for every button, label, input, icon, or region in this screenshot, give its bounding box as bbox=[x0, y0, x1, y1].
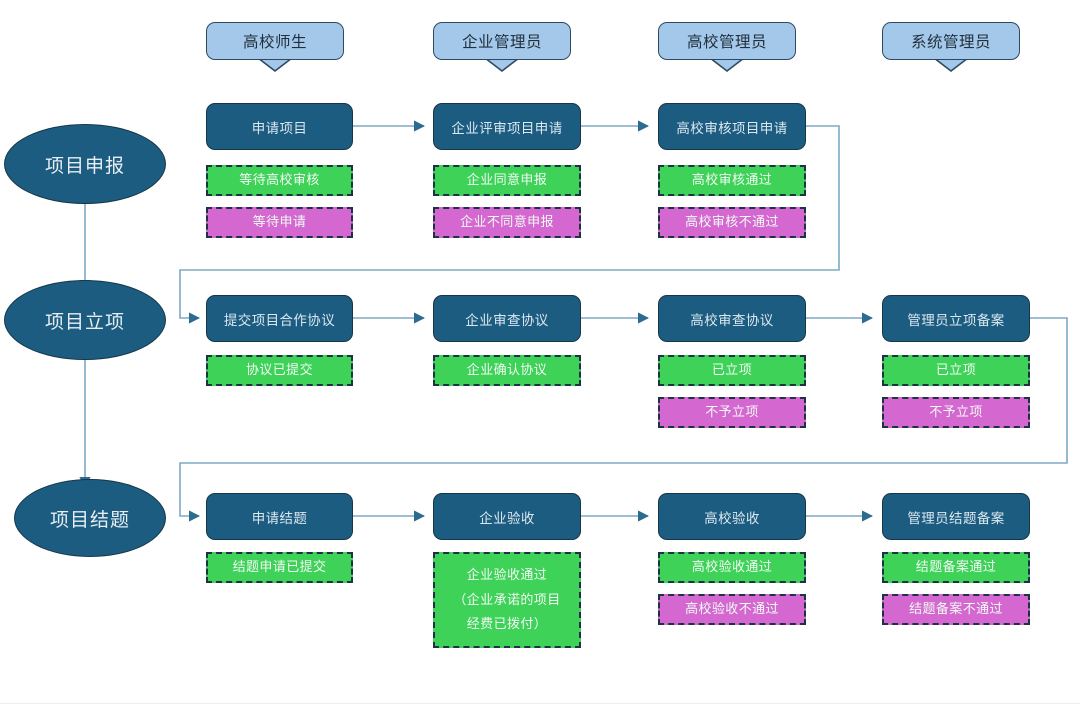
status-college-acceptance-fail: 高校验收不通过 bbox=[658, 594, 806, 625]
node-label: 高校审核项目申请 bbox=[676, 120, 788, 136]
status-not-approved-r2c4: 不予立项 bbox=[882, 397, 1030, 428]
node-apply-closure[interactable]: 申请结题 bbox=[206, 493, 353, 540]
status-label: 协议已提交 bbox=[245, 362, 313, 378]
role-label: 高校师生 bbox=[242, 34, 307, 51]
status-label: 高校验收通过 bbox=[691, 559, 773, 575]
node-label: 企业验收 bbox=[479, 510, 535, 526]
status-college-audit-pass: 高校审核通过 bbox=[658, 165, 806, 196]
status-label: 企业不同意申报 bbox=[460, 214, 554, 230]
status-college-audit-fail: 高校审核不通过 bbox=[658, 207, 806, 238]
status-enterprise-disagree: 企业不同意申报 bbox=[433, 207, 581, 238]
node-label: 高校审查协议 bbox=[690, 312, 774, 328]
node-college-acceptance[interactable]: 高校验收 bbox=[658, 493, 806, 540]
stage-ellipse-project-approval: 项目立项 bbox=[4, 280, 166, 360]
node-label: 企业评审项目申请 bbox=[451, 120, 563, 136]
node-label: 提交项目合作协议 bbox=[223, 312, 336, 328]
stage-ellipse-project-application: 项目申报 bbox=[4, 124, 166, 204]
status-enterprise-confirm-agreement: 企业确认协议 bbox=[433, 355, 581, 386]
status-enterprise-acceptance-pass: 企业验收通过 （企业承诺的项目 经费已拨付） bbox=[433, 552, 581, 648]
node-admin-approval-filing[interactable]: 管理员立项备案 bbox=[882, 295, 1030, 342]
status-closure-filing-pass: 结题备案通过 bbox=[882, 552, 1030, 583]
status-closure-application-submitted: 结题申请已提交 bbox=[206, 552, 353, 583]
status-approved-r2c3: 已立项 bbox=[658, 355, 806, 386]
status-label: 不予立项 bbox=[705, 404, 759, 420]
role-header-college-admin: 高校管理员 bbox=[658, 22, 796, 60]
node-label: 管理员立项备案 bbox=[907, 312, 1005, 328]
status-label: 高校审核通过 bbox=[691, 172, 773, 188]
status-not-approved-r2c3: 不予立项 bbox=[658, 397, 806, 428]
status-label: 高校验收不通过 bbox=[685, 601, 779, 617]
status-label: 结题申请已提交 bbox=[232, 559, 327, 575]
node-label: 申请结题 bbox=[251, 510, 308, 526]
node-label: 申请项目 bbox=[251, 120, 308, 136]
status-label: 等待申请 bbox=[252, 214, 307, 230]
role-header-college-staff: 高校师生 bbox=[206, 22, 344, 60]
role-label: 系统管理员 bbox=[910, 34, 991, 51]
status-label: 结题备案通过 bbox=[915, 559, 997, 575]
status-label: 企业验收通过 （企业承诺的项目 经费已拨付） bbox=[453, 566, 561, 632]
node-label: 企业审查协议 bbox=[465, 312, 549, 328]
node-apply-project[interactable]: 申请项目 bbox=[206, 103, 353, 150]
status-label: 企业同意申报 bbox=[466, 172, 548, 188]
node-submit-cooperation-agreement[interactable]: 提交项目合作协议 bbox=[206, 295, 353, 342]
node-enterprise-acceptance[interactable]: 企业验收 bbox=[433, 493, 581, 540]
role-header-system-admin: 系统管理员 bbox=[882, 22, 1020, 60]
node-enterprise-check-agreement[interactable]: 企业审查协议 bbox=[433, 295, 581, 342]
status-label: 已立项 bbox=[935, 362, 977, 378]
stage-ellipse-project-closure: 项目结题 bbox=[14, 479, 166, 557]
status-label: 已立项 bbox=[711, 362, 753, 378]
status-waiting-application: 等待申请 bbox=[206, 207, 353, 238]
bottom-divider bbox=[0, 703, 1080, 704]
stage-label: 项目立项 bbox=[44, 311, 125, 333]
node-enterprise-review-application[interactable]: 企业评审项目申请 bbox=[433, 103, 581, 150]
status-approved-r2c4: 已立项 bbox=[882, 355, 1030, 386]
stage-label: 项目结题 bbox=[49, 509, 130, 531]
role-header-enterprise-admin: 企业管理员 bbox=[433, 22, 571, 60]
role-label: 企业管理员 bbox=[461, 34, 542, 51]
node-college-audit-application[interactable]: 高校审核项目申请 bbox=[658, 103, 806, 150]
status-label: 企业确认协议 bbox=[466, 362, 548, 378]
node-admin-closure-filing[interactable]: 管理员结题备案 bbox=[882, 493, 1030, 540]
node-label: 高校验收 bbox=[704, 510, 760, 526]
status-closure-filing-fail: 结题备案不通过 bbox=[882, 594, 1030, 625]
status-label: 结题备案不通过 bbox=[909, 601, 1003, 617]
status-waiting-college-review: 等待高校审核 bbox=[206, 165, 353, 196]
status-label: 不予立项 bbox=[929, 404, 983, 420]
status-label: 等待高校审核 bbox=[239, 172, 320, 188]
status-label: 高校审核不通过 bbox=[685, 214, 779, 230]
status-agreement-submitted: 协议已提交 bbox=[206, 355, 353, 386]
node-label: 管理员结题备案 bbox=[907, 510, 1005, 526]
node-college-check-agreement[interactable]: 高校审查协议 bbox=[658, 295, 806, 342]
status-enterprise-agree: 企业同意申报 bbox=[433, 165, 581, 196]
status-college-acceptance-pass: 高校验收通过 bbox=[658, 552, 806, 583]
stage-label: 项目申报 bbox=[44, 155, 125, 177]
role-label: 高校管理员 bbox=[686, 34, 767, 51]
